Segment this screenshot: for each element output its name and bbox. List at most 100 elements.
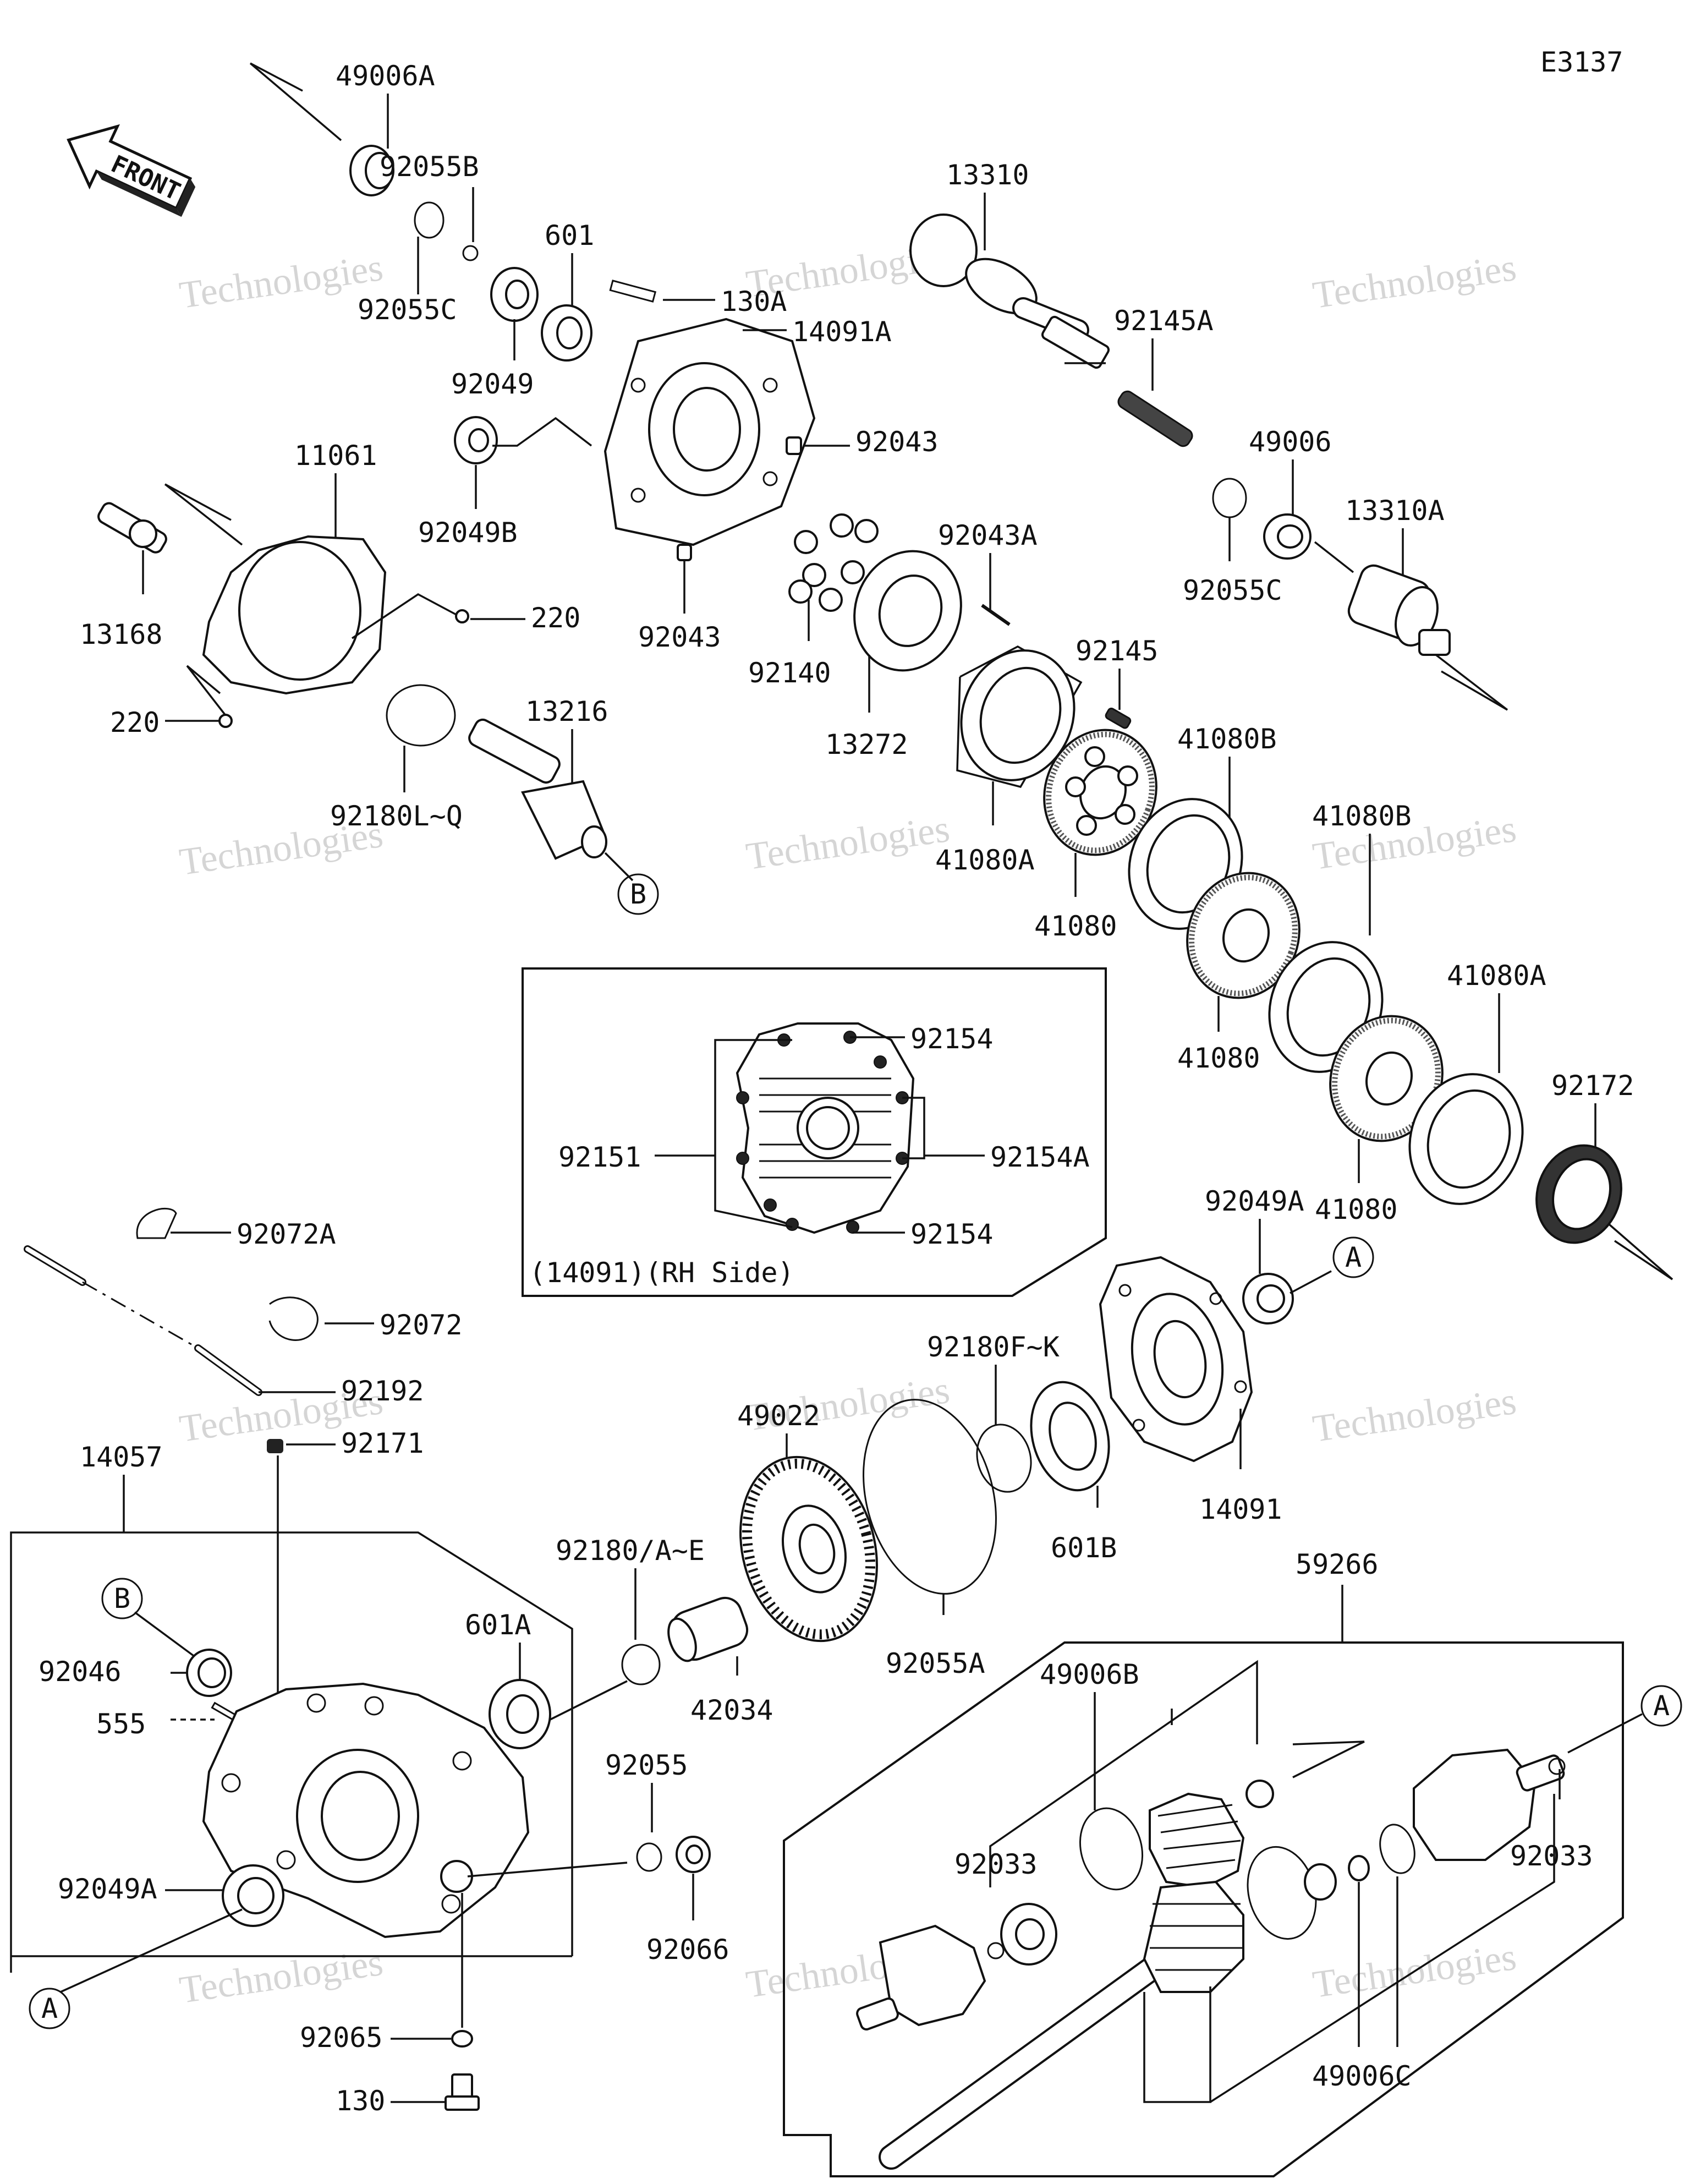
- label-92033-left: 92033: [954, 1848, 1038, 1880]
- label-14091: 14091: [1199, 1493, 1282, 1525]
- part-13168-shaft: [97, 502, 167, 554]
- part-92055-oring: [636, 1842, 662, 1872]
- label-92145A: 92145A: [1114, 305, 1214, 337]
- label-555: 555: [96, 1708, 146, 1740]
- part-92145-spring: [1105, 708, 1132, 729]
- part-49022-ring-gear: [739, 1455, 878, 1643]
- label-59266: 59266: [1296, 1548, 1379, 1580]
- label-41080A-b: 41080A: [1447, 960, 1546, 992]
- part-14091-cover: [1099, 1256, 1253, 1463]
- inset-caption: (14091)(RH Side): [529, 1257, 794, 1289]
- part-92043A-pin: [981, 604, 1011, 626]
- label-11061: 11061: [294, 440, 377, 472]
- svg-text:B: B: [630, 878, 646, 910]
- part-92065-washer: [451, 2030, 473, 2048]
- part-49006: [1263, 513, 1312, 560]
- group-bracket-14057: [10, 1531, 573, 1973]
- part-92072A-clip: [136, 1207, 177, 1239]
- label-92180A-E: 92180/A~E: [556, 1535, 705, 1567]
- label-92049A-left: 92049A: [58, 1873, 157, 1905]
- part-shaft-main: [879, 1957, 1162, 2170]
- front-arrow-icon: FRONT: [67, 124, 196, 217]
- part-13216-pinion: [468, 718, 607, 860]
- watermark: Technologies: [1310, 247, 1519, 317]
- svg-text:A: A: [1653, 1690, 1670, 1722]
- part-92055B: [462, 245, 479, 261]
- part-14091A-housing: [603, 318, 816, 546]
- label-601: 601: [545, 220, 594, 251]
- label-92151: 92151: [558, 1141, 641, 1173]
- label-14091A: 14091A: [792, 316, 892, 348]
- label-92180L-Q: 92180L~Q: [330, 800, 463, 832]
- part-92046-bearing: [186, 1649, 232, 1697]
- label-92046: 92046: [39, 1656, 122, 1688]
- callout-A-shaft: A: [1640, 1685, 1682, 1727]
- part-42034-sleeve: [667, 1596, 749, 1662]
- label-92055C-top: 92055C: [358, 294, 457, 326]
- part-49006B-boot-kit: [1079, 1780, 1274, 1891]
- label-601A: 601A: [465, 1609, 531, 1641]
- part-outer-joint-right: [1413, 1748, 1566, 1861]
- part-92049: [490, 267, 539, 322]
- label-92154-a: 92154: [910, 1023, 994, 1055]
- label-41080-b: 41080: [1177, 1042, 1260, 1074]
- part-220-b: [218, 714, 233, 728]
- watermark: Technologies: [744, 808, 952, 878]
- label-13310A: 13310A: [1345, 495, 1445, 527]
- watermark: Technologies: [177, 1941, 386, 2012]
- label-13168: 13168: [80, 618, 163, 650]
- label-92043A: 92043A: [938, 519, 1038, 551]
- callout-B-top: B: [617, 873, 659, 915]
- part-92043-b: [677, 544, 692, 561]
- watermark: Technologies: [1310, 1380, 1519, 1450]
- part-601B-bearing: [1030, 1381, 1110, 1492]
- leader-92033-left: [989, 1660, 1258, 1887]
- label-14057: 14057: [80, 1441, 163, 1473]
- part-130A: [609, 280, 657, 303]
- part-92055A-oring: [863, 1399, 997, 1595]
- part-outer-boot: [1143, 1824, 1415, 1993]
- label-41080-c: 41080: [1315, 1194, 1398, 1225]
- label-92066: 92066: [646, 1934, 729, 1966]
- label-130: 130: [336, 2085, 385, 2117]
- part-601A-bearing: [489, 1679, 551, 1749]
- label-92049: 92049: [451, 368, 534, 400]
- watermark: Technologies: [177, 247, 386, 317]
- label-92055A: 92055A: [886, 1647, 985, 1679]
- label-41080-a: 41080: [1034, 910, 1117, 942]
- part-220-a: [455, 609, 469, 623]
- label-92049A-right: 92049A: [1205, 1185, 1304, 1217]
- part-13310A-joint: [1347, 564, 1451, 656]
- label-49006: 49006: [1249, 426, 1332, 458]
- part-92049A-right: [1242, 1273, 1294, 1324]
- label-92072A: 92072A: [237, 1218, 336, 1250]
- label-92055: 92055: [605, 1749, 688, 1781]
- part-49006A: [349, 145, 394, 196]
- callout-A-left: A: [29, 1988, 70, 2029]
- part-92172-seal: [1535, 1144, 1622, 1244]
- label-92033-right: 92033: [1510, 1840, 1593, 1872]
- label-130A: 130A: [721, 286, 787, 318]
- label-92171: 92171: [341, 1427, 424, 1459]
- part-92066-plug: [676, 1836, 711, 1873]
- part-92145A-spring: [1117, 390, 1193, 447]
- part-92072-clip: [268, 1296, 319, 1341]
- part-92140-balls: [788, 513, 879, 612]
- part-13272-cam: [853, 550, 962, 672]
- part-92180F-K-shim: [976, 1424, 1032, 1493]
- part-41080A-plate-b: [1408, 1073, 1524, 1205]
- label-92072: 92072: [380, 1309, 463, 1341]
- group-bracket-59266: [783, 1641, 1624, 2177]
- label-13216: 13216: [525, 696, 608, 727]
- part-601: [541, 304, 592, 362]
- label-92180F-K: 92180F~K: [927, 1331, 1060, 1363]
- label-49006B: 49006B: [1040, 1658, 1139, 1690]
- label-92172: 92172: [1551, 1070, 1634, 1102]
- label-92065: 92065: [300, 2022, 383, 2054]
- svg-text:A: A: [41, 1993, 58, 2024]
- label-92055C: 92055C: [1183, 574, 1282, 606]
- part-14057-gear-case: [202, 1682, 530, 1939]
- part-130-bolt: [445, 2073, 480, 2111]
